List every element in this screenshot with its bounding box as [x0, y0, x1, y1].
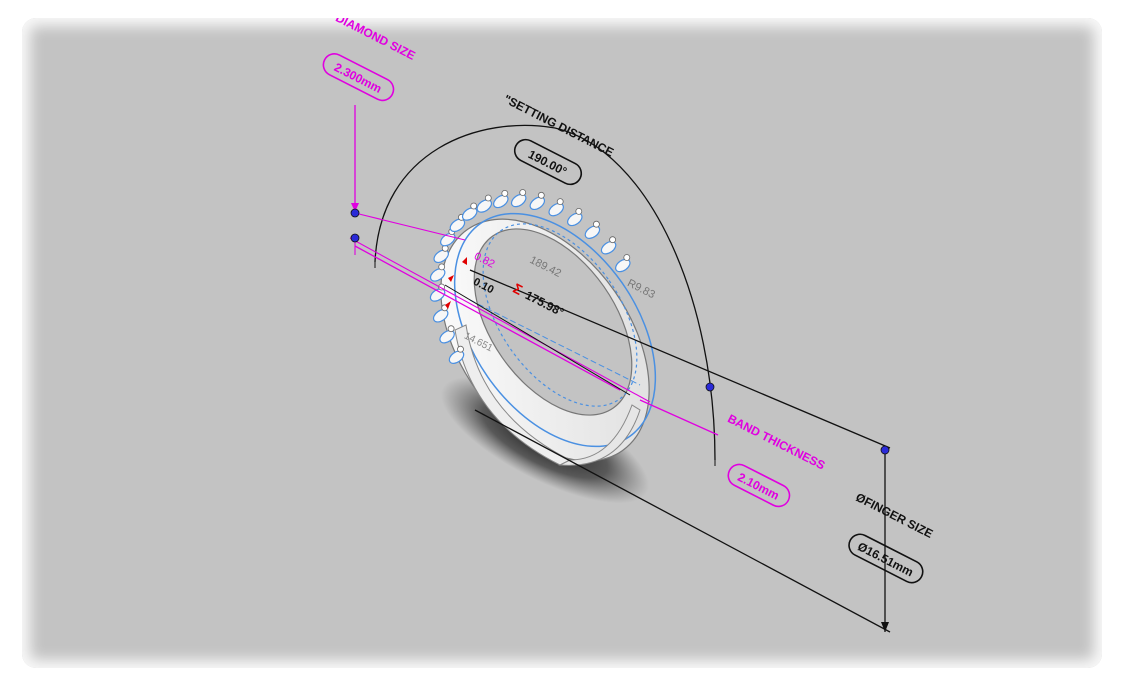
diamond-setting	[493, 194, 509, 209]
diamond-setting	[615, 258, 631, 273]
diamond-setting	[448, 350, 465, 364]
diamond-size-callout[interactable]: Ø DIAMOND SIZE	[322, 18, 417, 63]
ring-band-edge	[453, 212, 657, 448]
band-thickness-ext-2	[349, 237, 651, 403]
setting-distance-handle[interactable]	[705, 382, 715, 392]
graphics-viewport[interactable]: Ø DIAMOND SIZE 2.300mm "SETTING DISTANCE…	[22, 18, 1102, 668]
diamond-setting	[510, 193, 527, 208]
finger-size-ext-top	[469, 269, 891, 449]
finger-size-arrow	[881, 622, 889, 632]
ring-band-side-2	[558, 404, 641, 466]
radius-annotation: R9.83	[625, 277, 657, 301]
band-thickness-value-frame	[727, 463, 791, 508]
finger-size-ext-bottom	[474, 409, 891, 633]
diamond-setting	[461, 207, 478, 221]
setting-distance-value-box[interactable]: 190.00°	[511, 136, 585, 188]
diamond-setting	[449, 218, 466, 233]
diamond-prong	[519, 189, 527, 196]
finger-size-callout[interactable]: ØFINGER SIZE	[853, 490, 935, 541]
diamond-size-handle-bottom[interactable]	[350, 233, 360, 243]
diamond-size-value: 2.300mm	[332, 60, 384, 96]
radius-value: R9.83	[625, 277, 657, 301]
diamond-prong	[470, 202, 478, 210]
ring-inner-hole	[473, 228, 633, 416]
diamond-prong	[537, 191, 545, 199]
ring-inner-sketch	[482, 223, 638, 407]
diamond-setting	[429, 288, 446, 302]
setting-distance-arc	[374, 124, 716, 461]
sketch-axis	[444, 284, 631, 396]
band-thickness-leader	[639, 399, 719, 436]
diamond-setting	[567, 212, 583, 227]
model-view-svg[interactable]: Ø DIAMOND SIZE 2.300mm "SETTING DISTANCE…	[22, 18, 1102, 668]
diamond-prong	[457, 345, 464, 353]
diamond-prong	[484, 194, 492, 202]
diamond-prong	[501, 189, 509, 197]
diamond-setting	[548, 202, 564, 217]
diamond-size-value-box[interactable]: 2.300mm	[320, 50, 398, 104]
ring-model[interactable]	[398, 176, 697, 499]
diamond-prong	[593, 220, 600, 228]
diamond-setting	[529, 196, 546, 211]
diamond-setting	[600, 240, 617, 255]
diamond-setting	[432, 309, 449, 323]
diamond-size-value-frame	[322, 53, 395, 102]
diamond-prong	[609, 236, 616, 244]
band-thickness-ext-1	[354, 245, 621, 391]
diamond-prong	[575, 207, 583, 215]
finger-size-label: ØFINGER SIZE	[853, 490, 935, 541]
finger-size-value-frame	[848, 533, 924, 584]
diamond-size-label: Ø DIAMOND SIZE	[322, 18, 417, 63]
diamond-prong	[447, 325, 455, 333]
diamond-size-ext	[354, 212, 466, 241]
diamond-row[interactable]	[428, 189, 632, 366]
sketch-centerline	[469, 299, 641, 386]
diamond-setting	[433, 249, 449, 264]
band-thickness-callout[interactable]: BAND THICKNESS	[725, 411, 827, 472]
diamond-prong	[556, 198, 564, 206]
finger-size-value-box[interactable]: Ø16.51mm	[845, 530, 926, 586]
diamond-setting	[584, 225, 601, 239]
band-thickness-label: BAND THICKNESS	[725, 411, 827, 472]
diamond-setting	[429, 268, 446, 282]
diamond-prong	[438, 263, 446, 271]
diamond-prong	[623, 254, 631, 261]
diamond-setting	[476, 199, 493, 213]
diamond-size-handle-top[interactable]	[350, 208, 360, 218]
diamond-size-arrow-top	[351, 203, 359, 212]
finger-size-handle[interactable]	[880, 445, 890, 455]
sketch-relation-markers	[445, 257, 467, 309]
band-thickness-value-box[interactable]: 2.10mm	[724, 461, 793, 511]
diamond-setting	[439, 329, 455, 344]
setting-distance-value-frame	[513, 138, 583, 186]
